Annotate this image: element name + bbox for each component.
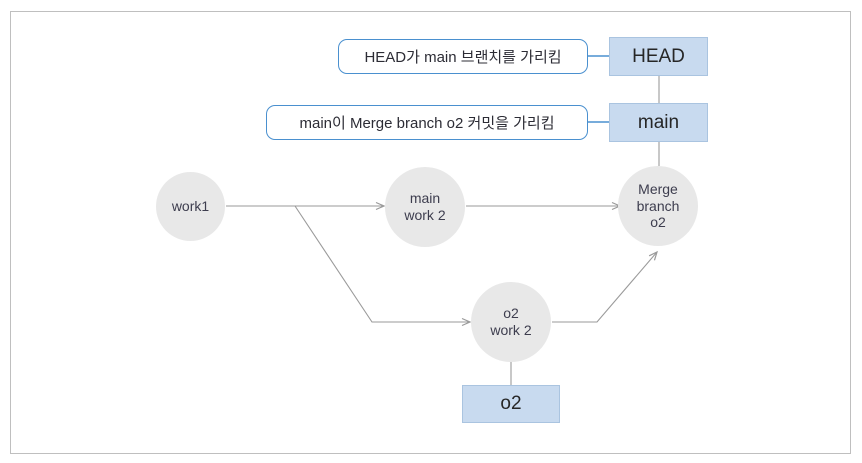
commit-merge-branch-o2[interactable]: Merge branch o2	[618, 166, 698, 246]
commit-main-work-2[interactable]: main work 2	[385, 167, 465, 247]
ref-box-o2[interactable]: o2	[462, 385, 560, 423]
commit-o2-work-2[interactable]: o2 work 2	[471, 282, 551, 362]
commit-merge-branch-o2-label: Merge branch o2	[636, 181, 680, 231]
callout-head-label: HEAD가 main 브랜치를 가리킴	[364, 49, 562, 66]
callout-head[interactable]: HEAD가 main 브랜치를 가리킴	[338, 39, 588, 74]
commit-o2-work-2-label: o2 work 2	[490, 305, 532, 338]
callout-main[interactable]: main이 Merge branch o2 커밋을 가리킴	[266, 105, 588, 140]
ref-box-o2-label: o2	[500, 393, 522, 414]
ref-box-main-label: main	[637, 111, 680, 133]
callout-main-label: main이 Merge branch o2 커밋을 가리킴	[299, 115, 555, 132]
commit-main-work-2-label: main work 2	[404, 190, 446, 223]
ref-box-head[interactable]: HEAD	[609, 37, 708, 76]
commit-work1[interactable]: work1	[156, 172, 225, 241]
commit-work1-label: work1	[171, 198, 210, 215]
ref-box-head-label: HEAD	[632, 45, 685, 67]
ref-box-main[interactable]: main	[609, 103, 708, 142]
